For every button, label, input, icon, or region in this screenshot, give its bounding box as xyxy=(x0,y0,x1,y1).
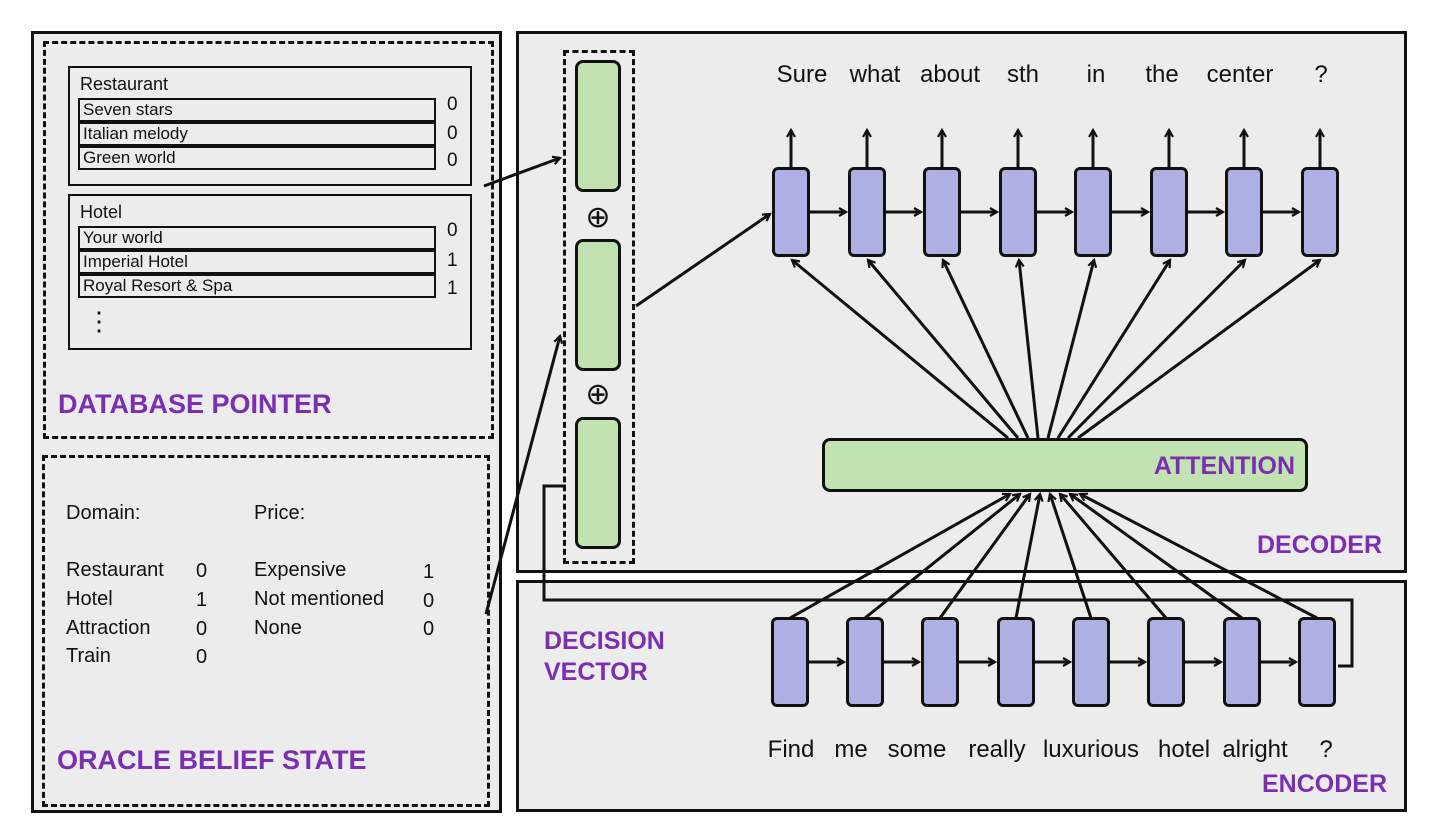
database-pointer-title: DATABASE POINTER xyxy=(58,389,332,419)
domain-value: 0 xyxy=(196,618,208,640)
db-row-value: 0 xyxy=(447,94,458,115)
output-word: the xyxy=(1145,61,1179,88)
price-label: Expensive xyxy=(254,559,347,581)
attention-label: ATTENTION xyxy=(1153,452,1295,480)
decoder-cell xyxy=(1074,167,1112,257)
encoder-cell xyxy=(1072,617,1110,707)
db-row: Your world xyxy=(78,226,436,250)
database-pointer-block xyxy=(575,60,621,192)
encoder-label: ENCODER xyxy=(1262,770,1388,798)
db-to-vector-arrow xyxy=(483,158,560,188)
price-value: 1 xyxy=(423,561,435,583)
restaurant-table: Restaurant Seven stars Italian melody Gr… xyxy=(68,66,472,186)
belief-state-section xyxy=(42,455,490,807)
decoder-cell xyxy=(999,167,1037,257)
input-word: really xyxy=(968,736,1026,763)
decoder-cell xyxy=(923,167,961,257)
concat-operator: ⊕ xyxy=(585,378,611,411)
output-word: center xyxy=(1206,61,1274,88)
price-value: 0 xyxy=(423,618,435,640)
output-word: sth xyxy=(1006,61,1040,88)
db-row: Royal Resort & Spa xyxy=(78,274,436,298)
output-word: Sure xyxy=(776,61,828,88)
decoder-label: DECODER xyxy=(1257,531,1383,559)
belief-state-title: ORACLE BELIEF STATE xyxy=(57,745,367,775)
encoder-cell xyxy=(1147,617,1185,707)
db-row: Seven stars xyxy=(78,98,436,122)
db-row-value: 0 xyxy=(447,150,458,171)
decision-vector-label-line1: DECISION xyxy=(544,627,665,655)
input-word: some xyxy=(887,736,947,763)
price-label: Not mentioned xyxy=(254,588,385,610)
db-row: Green world xyxy=(78,146,436,170)
belief-to-vector-arrow xyxy=(484,336,560,615)
price-value: 0 xyxy=(423,590,435,612)
decoder-cell xyxy=(1225,167,1263,257)
hotel-table-title: Hotel xyxy=(80,202,123,222)
vector-to-decoder-arrow xyxy=(635,214,770,308)
decision-vector-label-line2: VECTOR xyxy=(544,658,648,686)
decoder-cell xyxy=(1301,167,1339,257)
domain-value: 0 xyxy=(196,646,208,668)
db-row: Imperial Hotel xyxy=(78,250,436,274)
encoder-cell xyxy=(997,617,1035,707)
encoder-cell xyxy=(921,617,959,707)
domain-value: 0 xyxy=(196,560,208,582)
input-word: ? xyxy=(1319,736,1333,763)
database-pointer-section xyxy=(43,41,494,439)
db-row-value: 1 xyxy=(447,278,458,299)
hotel-table: Hotel Your world Imperial Hotel Royal Re… xyxy=(68,194,472,350)
domain-label: Restaurant xyxy=(66,559,164,581)
attention-block: ATTENTION xyxy=(822,438,1308,492)
output-word: what xyxy=(849,61,901,88)
domain-label: Hotel xyxy=(66,588,113,610)
decision-vector-container xyxy=(563,50,635,564)
output-word: ? xyxy=(1314,61,1328,88)
domain-label: Attraction xyxy=(66,617,151,639)
decision-vector-label: DECISION VECTOR xyxy=(544,626,665,688)
encoder-cell xyxy=(771,617,809,707)
input-word: alright xyxy=(1222,736,1288,763)
output-word: in xyxy=(1086,61,1106,88)
price-header: Price: xyxy=(254,502,306,524)
input-word: me xyxy=(834,736,868,763)
input-word: Find xyxy=(767,736,815,763)
restaurant-table-title: Restaurant xyxy=(80,74,169,94)
encoder-cell xyxy=(846,617,884,707)
encoder-to-vector-line xyxy=(542,484,1354,668)
db-row-value: 0 xyxy=(447,220,458,241)
decoder-cell xyxy=(1150,167,1188,257)
decoder-cell xyxy=(772,167,810,257)
belief-state-block xyxy=(575,417,621,549)
encoder-cell xyxy=(1223,617,1261,707)
concat-operator: ⊕ xyxy=(585,201,611,234)
input-word: luxurious xyxy=(1042,736,1140,763)
domain-header: Domain: xyxy=(66,502,141,524)
db-row-value: 0 xyxy=(447,123,458,144)
price-label: None xyxy=(254,617,302,639)
encoder-cell xyxy=(1298,617,1336,707)
db-row-value: 1 xyxy=(447,250,458,271)
encoder-state-block xyxy=(575,239,621,371)
input-word: hotel xyxy=(1157,736,1211,763)
more-rows-ellipsis: ⋮ xyxy=(86,306,112,336)
decoder-cell xyxy=(848,167,886,257)
domain-value: 1 xyxy=(196,589,208,611)
db-row: Italian melody xyxy=(78,122,436,146)
output-word: about xyxy=(919,61,981,88)
domain-label: Train xyxy=(66,645,111,667)
